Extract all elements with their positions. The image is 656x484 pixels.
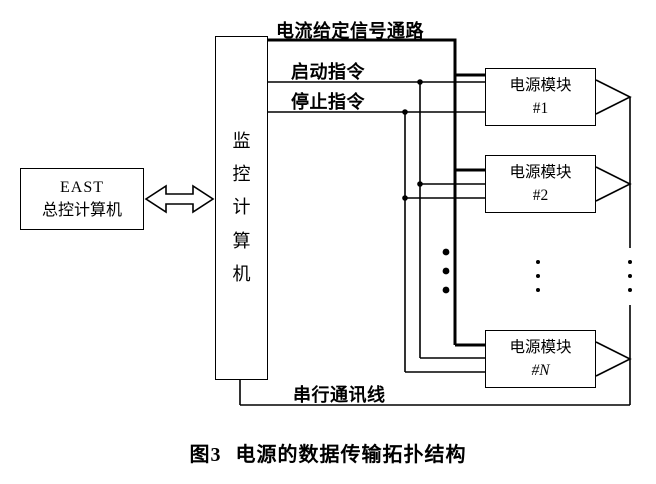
power-module-1-box: 电源模块 #1 xyxy=(485,68,596,126)
junction-dots xyxy=(402,79,423,201)
figure-number: 图3 xyxy=(189,444,222,466)
east-computer-box: EAST 总控计算机 xyxy=(20,168,144,230)
power-module-2-box: 电源模块 #2 xyxy=(485,155,596,213)
east-computer-label: 总控计算机 xyxy=(41,202,122,219)
figure-caption: 图3 电源的数据传输拓扑结构 xyxy=(0,438,656,467)
ellipsis-dots-bus xyxy=(442,248,450,294)
current-signal-label: 电流给定信号通路 xyxy=(276,21,424,41)
power-module-1-title: 电源模块 xyxy=(509,76,572,94)
power-module-n-number: #N xyxy=(531,362,550,379)
power-module-2-number: #2 xyxy=(532,187,549,204)
current-signal-bus xyxy=(268,38,485,347)
power-module-1-number: #1 xyxy=(532,100,549,117)
ellipsis-dots-modules xyxy=(536,260,540,292)
power-module-2-title: 电源模块 xyxy=(509,163,572,181)
east-computer-name: EAST xyxy=(60,178,104,196)
double-arrow xyxy=(144,184,215,214)
start-command-label: 启动指令 xyxy=(291,62,365,82)
power-module-n-title: 电源模块 xyxy=(509,338,572,356)
serial-line-label: 串行通讯线 xyxy=(293,385,386,405)
start-command-line xyxy=(268,81,485,359)
power-module-n-box: 电源模块 #N xyxy=(485,330,596,388)
ellipsis-dots-serial xyxy=(628,260,632,292)
monitoring-computer-box: 监控计算机 xyxy=(215,36,268,380)
stop-command-line xyxy=(268,111,485,373)
monitoring-computer-label: 监控计算机 xyxy=(232,130,251,284)
stop-command-label: 停止指令 xyxy=(291,92,365,112)
serial-communication-line xyxy=(239,79,632,406)
figure-title: 电源的数据传输拓扑结构 xyxy=(235,444,467,466)
